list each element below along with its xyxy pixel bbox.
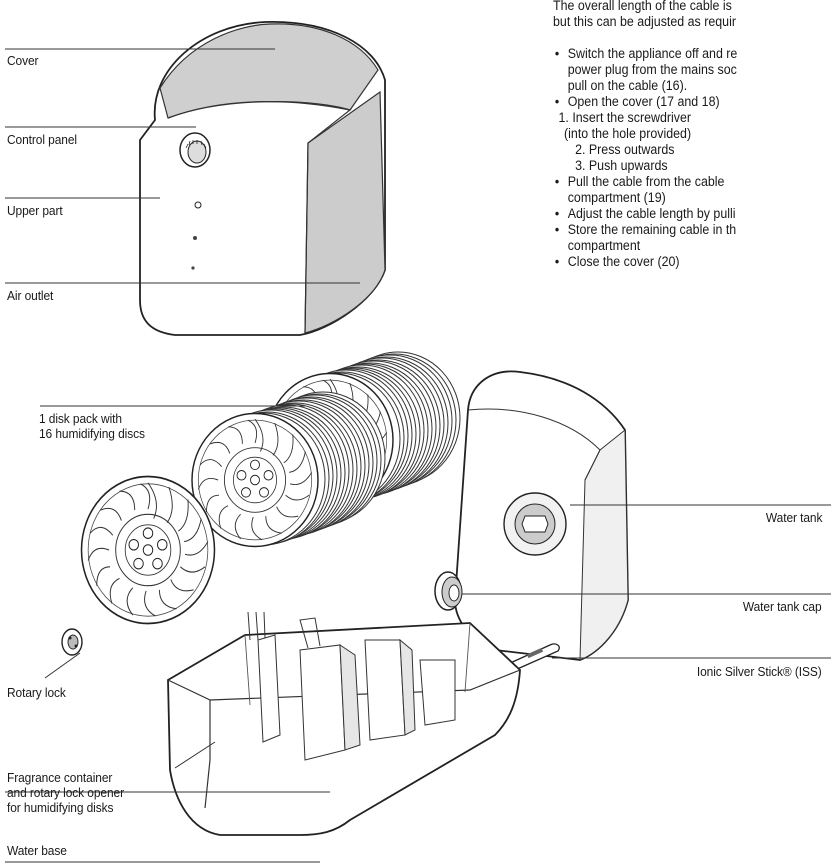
label-water-tank-cap: Water tank cap: [743, 599, 822, 614]
label-disk-pack-line-2: 16 humidifying discs: [39, 426, 145, 441]
list-item: Pull the cable from the cable: [553, 174, 831, 190]
list-item: compartment: [567, 238, 641, 253]
list-item: Open the cover (17 and 18): [553, 94, 831, 110]
cable-adjustment-instructions: The overall length of the cable is but t…: [553, 0, 831, 270]
label-cover: Cover: [7, 53, 39, 68]
water-tank: [454, 370, 629, 661]
label-water-base: Water base: [7, 843, 67, 858]
label-water-tank: Water tank: [765, 510, 823, 525]
list-item: Close the cover (20): [553, 254, 831, 270]
leader-lines: [5, 48, 831, 863]
list-item: (into the hole provided): [564, 126, 692, 141]
water-base: [167, 611, 521, 836]
upper-housing: [139, 21, 386, 336]
intro-line-2: but this can be adjusted as requir: [553, 14, 736, 29]
list-item: compartment (19): [567, 190, 666, 205]
list-item: pull on the cable (16).: [567, 78, 688, 93]
instruction-list: Switch the appliance off and re power pl…: [553, 46, 831, 270]
list-item: 2. Press outwards: [575, 142, 675, 157]
list-item: Adjust the cable length by pulli: [553, 206, 831, 222]
label-fragrance-line-1: Fragrance container: [7, 770, 113, 785]
label-ionic-silver-stick: Ionic Silver Stick® (ISS): [697, 664, 822, 679]
label-fragrance-line-2: and rotary lock opener: [7, 785, 124, 800]
single-disc: [80, 475, 216, 625]
intro-line-1: The overall length of the cable is: [553, 0, 732, 13]
label-control-panel: Control panel: [7, 132, 77, 147]
label-upper-part: Upper part: [7, 203, 63, 218]
list-item: 3. Push upwards: [575, 158, 668, 173]
rotary-lock: [61, 628, 83, 656]
list-item: Switch the appliance off and re: [553, 46, 831, 62]
list-item: power plug from the mains soc: [567, 62, 737, 77]
water-tank-cap: [434, 571, 463, 611]
list-item: Store the remaining cable in th: [553, 222, 831, 238]
label-rotary-lock: Rotary lock: [7, 685, 66, 700]
label-disk-pack-line-1: 1 disk pack with: [39, 411, 122, 426]
disc-pack: [192, 352, 460, 547]
label-air-outlet: Air outlet: [7, 288, 54, 303]
label-fragrance-line-3: for humidifying disks: [7, 800, 114, 815]
list-item: 1. Insert the screwdriver: [558, 110, 692, 125]
